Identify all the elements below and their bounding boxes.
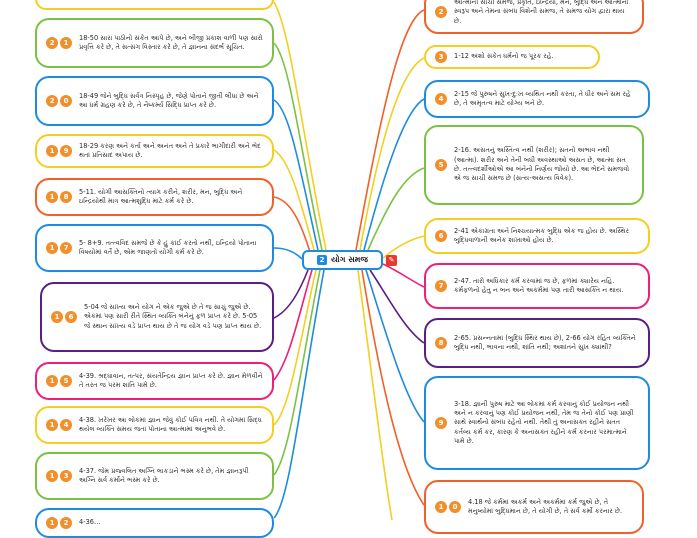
link-left-11 [273, 269, 325, 519]
node-text: 4.18 જે કર્મમાં અકર્મ અને અકર્મમાં કર્મ … [468, 497, 623, 515]
right-node-2[interactable]: 2 આત્માની સાચી સમજ, પ્રકૃતિ, ઇન્દ્રિયો, … [424, 0, 644, 34]
node-text: 2-41 એકાગ્રતા અને નિશ્ચયાત્મક બુદ્ધિ એક … [454, 226, 630, 244]
node-number: 8 [435, 337, 448, 349]
right-node-6[interactable]: 6 2-41 એકાગ્રતા અને નિશ્ચયાત્મક બુદ્ધિ એ… [424, 218, 650, 254]
node-number: 5 [435, 159, 448, 171]
node-number: 4 [435, 93, 448, 105]
central-label: યોગ સમજ [331, 255, 368, 264]
node-text: 4-39. શ્રદ્ધાવાન, તત્પર, સંયતેન્દ્રિય જ્… [79, 371, 263, 389]
central-badge: 2 [317, 255, 328, 265]
node-text: 2-15 જે પુરુષને સુખ-દુઃખ વ્યથિત નથી કરતા… [454, 89, 631, 107]
node-text: આત્માની સાચી સમજ, પ્રકૃતિ, ઇન્દ્રિયો, મન… [454, 0, 629, 25]
connector-lines [273, 1, 425, 520]
mindmap-canvas: … 21 18-50 સારા પાઠોનો સંકેત આપે છે, અને… [35, 0, 650, 538]
left-node-1[interactable]: … [35, 0, 274, 10]
right-node-7[interactable]: 7 2-47. તારો અધિકાર કર્મ કરવામાં જ છે, ફ… [424, 263, 650, 309]
link-left-3 [273, 99, 319, 251]
link-left-1 [273, 1, 327, 251]
link-right-2 [359, 57, 425, 251]
node-text: 5-11. યોગી આસક્તિનો ત્યાગ કરીને, શરીર, મ… [79, 187, 243, 205]
link-right-9 [361, 269, 425, 506]
right-node-9[interactable]: 9 3-18. જ્ઞાની પુરુષ માટે આ લોકમાં કર્મ … [424, 376, 650, 470]
link-left-6 [273, 247, 303, 260]
node-text: 4-38. ખરેખર આ લોકમાં જ્ઞાન જેવું કોઈ પવિ… [79, 415, 262, 433]
node-text: 3-18. જ્ઞાની પુરુષ માટે આ લોકમાં કર્મ કર… [454, 399, 634, 446]
node-text: 5- 8+9. તત્ત્વવિદ સમજે છે કે હું કાંઈ કર… [79, 238, 257, 256]
right-node-8[interactable]: 8 2-65. પ્રસન્નતામાં (બુદ્ધિ સ્થિર થાય છ… [424, 318, 650, 368]
link-left-8 [273, 269, 313, 381]
node-text: 2-65. પ્રસન્નતામાં (બુદ્ધિ સ્થિર થાય છે)… [454, 333, 636, 351]
link-right-1 [355, 9, 425, 251]
link-left-4 [273, 149, 315, 251]
link-right-4 [367, 167, 425, 251]
link-right-6 [382, 263, 425, 288]
node-number: 9 [435, 417, 448, 429]
node-text: 1-12 અંશો સંકેત ધર્મનો જ પૂરક રહે. [454, 52, 554, 61]
node-number: 6 [435, 230, 448, 242]
central-topic[interactable]: 2 યોગ સમજ [302, 250, 383, 270]
right-node-3[interactable]: 3 1-12 અંશો સંકેત ધર્મનો જ પૂરક રહે. [424, 45, 600, 69]
node-text: 4-37. જેમ પ્રજ્વલિત અગ્નિ લાકડાને ભસ્મ ક… [79, 466, 249, 484]
node-text: 18-50 સારા પાઠોનો સંકેત આપે છે, અને બીજી… [79, 33, 263, 51]
node-text: 18-29 કરણ અને કર્તા અને અનંત અને તે પ્રક… [79, 141, 261, 159]
link-left-5 [273, 196, 311, 253]
link-left-10 [273, 269, 321, 476]
node-number: 7 [435, 280, 448, 292]
link-left-9 [273, 269, 317, 426]
right-node-4[interactable]: 4 2-15 જે પુરુષને સુખ-દુઃખ વ્યથિત નથી કર… [424, 80, 650, 118]
link-right-3 [363, 98, 425, 251]
node-number: 2 [435, 6, 448, 18]
node-text: 18-49 જેને બુદ્ધિ સર્વત્ર નિસ્પૃહ છે, જે… [79, 91, 259, 109]
node-text: 5-04 જે સાંખ્ય અને યોગ ને એક જુએ છે તે જ… [84, 302, 262, 330]
link-left-2 [273, 42, 323, 251]
attachment-icon[interactable]: ✎ [386, 255, 397, 266]
link-left-7 [273, 269, 309, 319]
node-text: 2-47. તારો અધિકાર કર્મ કરવામાં જ છે, ફળમ… [454, 276, 624, 294]
node-text: 2-16. અસતનું અસ્તિત્વ નથી (શરીર); સતનો અ… [454, 146, 630, 183]
link-right-8 [365, 269, 425, 423]
link-right-10 [357, 269, 393, 520]
link-right-7 [369, 269, 425, 344]
right-node-5[interactable]: 5 2-16. અસતનું અસ્તિત્વ નથી (શરીર); સતનો… [424, 125, 644, 205]
node-number: 3 [435, 51, 448, 63]
